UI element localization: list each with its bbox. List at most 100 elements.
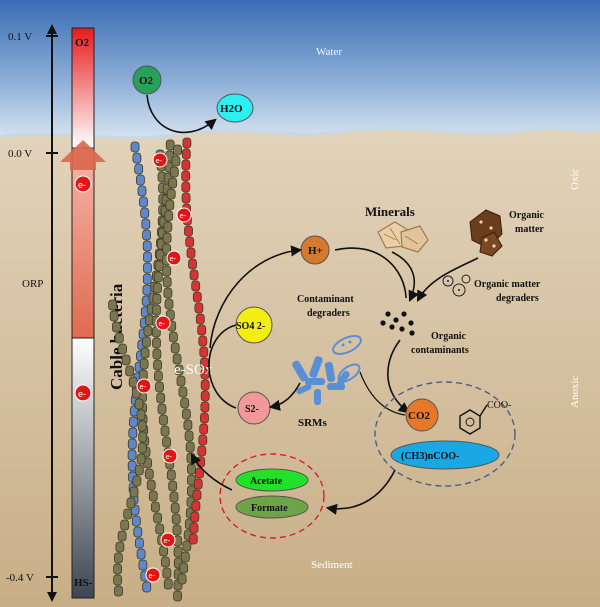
filament-cell xyxy=(114,585,123,597)
co2-node-label: CO2 xyxy=(408,410,431,422)
filament-cell xyxy=(128,376,138,388)
filament-cell xyxy=(138,559,148,571)
filament-cell xyxy=(176,375,186,387)
filament-cell xyxy=(164,298,174,310)
filament-cell xyxy=(172,353,182,365)
filament-cell xyxy=(132,152,142,164)
electron-bar-lower-label: e- xyxy=(78,389,86,399)
organic-contaminants-icon xyxy=(380,311,415,336)
filament-cell xyxy=(192,291,202,303)
orp-title: ORP xyxy=(22,278,43,290)
proton-release-arrow xyxy=(209,245,303,349)
filament-cell xyxy=(188,258,197,270)
sulfate-node-label: SO4 2- xyxy=(236,321,265,332)
filament-cell xyxy=(127,449,137,461)
filament-cell xyxy=(134,398,144,410)
filament-cell xyxy=(136,548,146,560)
filament-cell xyxy=(185,441,195,453)
filament-cell xyxy=(173,144,183,156)
cable-bacteria-filaments xyxy=(108,137,210,602)
filament-cell xyxy=(168,177,178,189)
filament-cell xyxy=(136,453,146,465)
filament-cell xyxy=(108,299,117,311)
filament-cell xyxy=(188,533,198,545)
filament-cell xyxy=(180,551,190,563)
orp-axis-arrow-top xyxy=(47,24,57,34)
filament-cell xyxy=(191,500,201,512)
filament-cell xyxy=(126,497,136,509)
electron-bar-upper xyxy=(74,175,92,193)
filament-cell xyxy=(195,467,204,479)
filament-cell xyxy=(162,436,172,448)
sediment-label: Sediment xyxy=(311,559,353,571)
filament-cell xyxy=(160,425,170,437)
benzoate-group-label: COO- xyxy=(487,400,511,411)
filament-cell xyxy=(153,370,163,382)
srms-label: SRMs xyxy=(298,417,327,429)
fatty-acid-node xyxy=(390,440,500,470)
filament-cell xyxy=(143,325,153,337)
orp-bar-top-label: O2 xyxy=(75,37,90,49)
srm-degradation-arrow xyxy=(359,371,406,416)
filament-cell xyxy=(159,414,168,426)
filament-cell xyxy=(152,293,162,305)
filament-cell xyxy=(189,269,199,281)
filament-cell xyxy=(141,218,151,230)
proton-to-minerals-arrow xyxy=(334,247,407,299)
filament-cell xyxy=(181,181,191,193)
om-degraders-label-2: degraders xyxy=(496,293,539,304)
filament-cell xyxy=(162,243,172,255)
minerals-arrow xyxy=(391,251,419,303)
filament-cell xyxy=(113,563,122,575)
organic-matter-icon xyxy=(469,209,503,257)
filament-cell xyxy=(182,137,192,149)
electron-marker-label: e- xyxy=(164,536,171,545)
filament-cell xyxy=(186,463,196,475)
filament-cell xyxy=(199,412,209,424)
electron-marker-label: e- xyxy=(166,452,173,461)
filament-cell xyxy=(155,523,165,535)
acetate-node xyxy=(235,468,309,492)
filament-cell xyxy=(169,166,179,178)
formate-node xyxy=(235,495,309,519)
sulfide-node-label: S2- xyxy=(245,404,259,415)
filament-cell xyxy=(151,326,161,338)
filament-cell xyxy=(134,537,144,549)
electron-bar-upper-label: e- xyxy=(78,180,86,190)
o2-node-label: O2 xyxy=(139,75,154,87)
filament-cell xyxy=(172,524,182,536)
filament-cell xyxy=(136,409,146,421)
filament-cell xyxy=(180,397,190,409)
filament-cell xyxy=(130,141,140,153)
filament-cell xyxy=(152,337,161,349)
filament-cell xyxy=(190,511,200,523)
orp-bar-bottom-label: HS- xyxy=(74,577,93,589)
filament-cell xyxy=(197,324,207,336)
electron-marker-label: e- xyxy=(140,382,147,391)
filament-cell xyxy=(184,225,193,237)
filament-cell xyxy=(146,479,156,491)
filament-cell xyxy=(140,207,150,219)
minerals-label: Minerals xyxy=(365,204,415,219)
filament-cell xyxy=(142,581,152,593)
filament-cell xyxy=(162,567,172,579)
filament-cell xyxy=(200,390,210,402)
filament-cell xyxy=(143,262,152,274)
filament-cell xyxy=(163,287,173,299)
orp-bar-anoxic xyxy=(71,337,95,599)
o2-node xyxy=(132,65,162,95)
filament-cell xyxy=(154,260,164,272)
filament-cell xyxy=(195,313,205,325)
filament-cell xyxy=(162,265,172,277)
filament-cell xyxy=(169,491,179,503)
electron-marker-label: e- xyxy=(159,319,166,328)
srm-cluster xyxy=(292,356,350,405)
filament-cell xyxy=(165,139,175,151)
filament-cell xyxy=(148,490,158,502)
filament-cell xyxy=(183,419,193,431)
oxic-label: Oxic xyxy=(569,169,581,191)
filament-cell xyxy=(120,519,130,531)
filament-cell xyxy=(138,369,148,381)
filament-cell xyxy=(142,273,152,285)
